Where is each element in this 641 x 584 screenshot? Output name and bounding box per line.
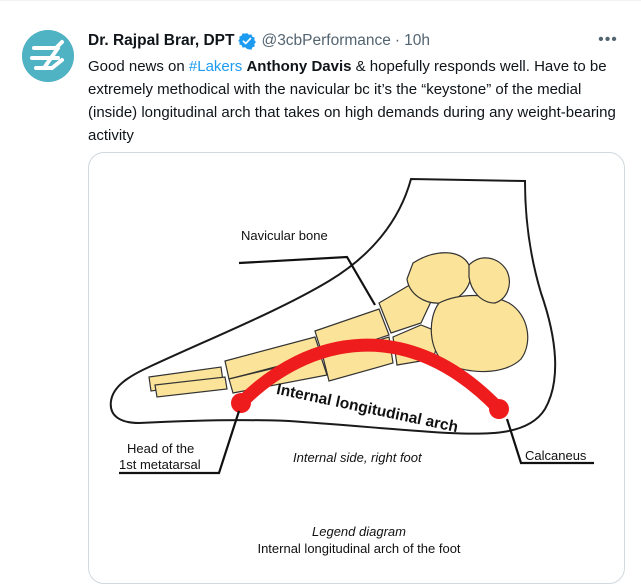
arch-curve	[234, 338, 506, 416]
tweet-text-part: Good news on	[88, 58, 189, 75]
hashtag-link[interactable]: #Lakers	[188, 58, 243, 75]
arch-point-calcaneus	[489, 399, 509, 419]
brand-logo-icon	[22, 30, 74, 82]
calcaneus-pointer	[505, 418, 594, 465]
label-head-line2: 1st metatarsal	[119, 457, 201, 472]
arch-point-metatarsal	[231, 393, 251, 413]
more-options-icon[interactable]: •••	[598, 31, 618, 48]
navicular-pointer	[238, 255, 376, 306]
legend-caption: Internal longitudinal arch of the foot	[257, 541, 460, 556]
legend-title: Legend diagram	[312, 524, 406, 539]
mention-bold: Anthony Davis	[246, 58, 352, 75]
label-internal-side: Internal side, right foot	[293, 450, 423, 465]
verified-badge-icon	[238, 33, 257, 50]
label-calcaneus: Calcaneus	[525, 448, 587, 463]
tweet-text-part: & hopefully responds well. Have to be ex…	[88, 58, 616, 144]
tweet-header: Dr. Rajpal Brar, DPT @3cbPerformance · 1…	[88, 31, 430, 51]
divider	[0, 0, 641, 1]
tweet-text: Good news on #Lakers Anthony Davis & hop…	[88, 55, 618, 147]
separator-dot: ·	[394, 32, 401, 49]
author-handle[interactable]: @3cbPerformance	[261, 32, 391, 49]
timestamp[interactable]: 10h	[404, 32, 430, 49]
author-name[interactable]: Dr. Rajpal Brar, DPT	[88, 32, 235, 49]
foot-arch-diagram: Navicular bone Internal longitudinal arc…	[109, 177, 594, 556]
label-navicular: Navicular bone	[241, 228, 328, 243]
tweet-media-image[interactable]: Navicular bone Internal longitudinal arc…	[88, 152, 625, 584]
label-head-line1: Head of the	[127, 441, 194, 456]
avatar[interactable]	[22, 30, 74, 82]
metatarsal-pointer	[119, 410, 241, 475]
